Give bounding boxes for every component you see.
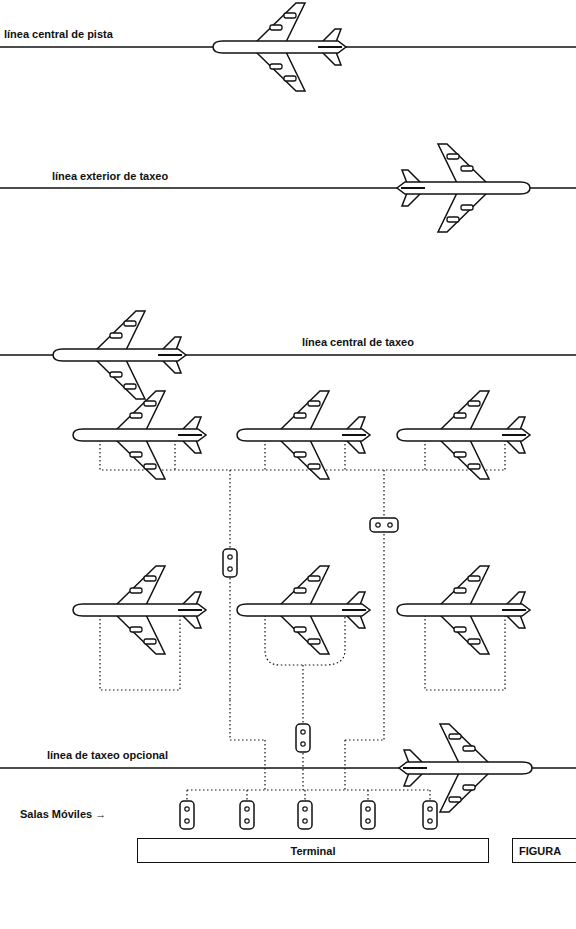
taxi-lines	[0, 47, 576, 768]
box-text: Terminal	[290, 845, 335, 857]
mobile-lounges	[180, 518, 437, 829]
box-text: FIGURA	[519, 845, 561, 857]
terminal-building: Terminal	[137, 838, 489, 863]
line-label: línea central de taxeo	[300, 336, 416, 349]
line-label: línea exterior de taxeo	[50, 170, 170, 183]
line-label: línea central de pista	[2, 28, 115, 41]
lounge-label: Salas Móviles →	[18, 808, 108, 821]
line-label: línea de taxeo opcional	[45, 749, 170, 762]
aircraft	[53, 3, 532, 812]
figure-tag: FIGURA	[512, 838, 576, 863]
